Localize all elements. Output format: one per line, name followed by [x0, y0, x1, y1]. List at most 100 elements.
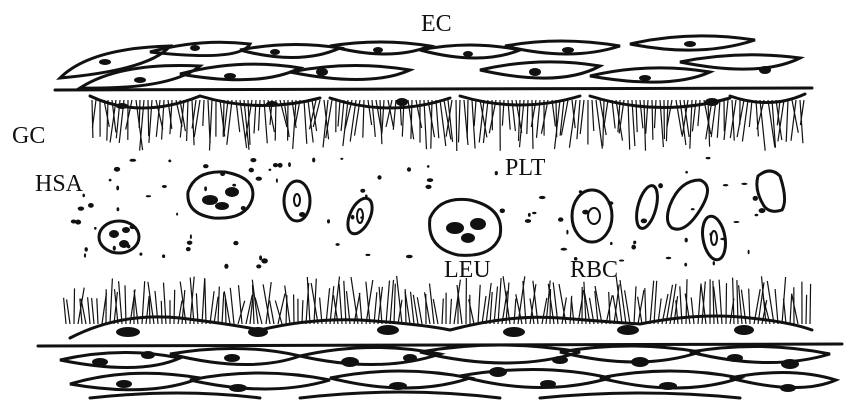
nucleus	[373, 47, 383, 53]
platelet	[685, 171, 688, 174]
glycocalyx-strand	[390, 280, 394, 324]
albumin-molecule	[706, 157, 711, 159]
platelet	[190, 234, 192, 239]
leukocyte-nucleus	[216, 203, 228, 209]
glycocalyx-strand	[155, 291, 158, 324]
glycocalyx-strand	[92, 298, 94, 324]
glycocalyx-strand	[67, 300, 70, 325]
platelet	[261, 258, 268, 263]
albumin-molecule	[684, 263, 687, 267]
lower-endothelial-cell	[70, 316, 812, 338]
rbc-center	[357, 209, 363, 223]
nucleus	[617, 325, 639, 335]
albumin-molecule	[188, 243, 190, 245]
albumin-molecule	[365, 195, 368, 198]
lower-endothelial-cell	[300, 392, 500, 398]
albumin-molecule	[94, 227, 97, 230]
glycocalyx-strand	[88, 297, 90, 324]
upper-endothelium	[55, 36, 812, 108]
glycocalyx-strand	[417, 297, 422, 324]
glycocalyx-strand	[107, 100, 108, 141]
nucleus	[316, 68, 328, 76]
platelet	[427, 178, 433, 182]
upper-basement-line	[55, 88, 812, 90]
albumin-molecule	[312, 158, 315, 163]
glycocalyx-strand	[275, 100, 276, 141]
albumin-molecule	[733, 221, 739, 223]
lumen	[99, 171, 785, 262]
red-blood-cell	[633, 183, 662, 230]
glycocalyx-strand	[436, 100, 439, 138]
glycocalyx-strand	[792, 294, 798, 324]
nucleus	[389, 382, 407, 390]
glycocalyx-strand	[161, 301, 162, 324]
albumin-molecule	[130, 225, 136, 229]
albumin-molecule	[84, 253, 86, 257]
glycocalyx-strand	[148, 100, 149, 136]
leukocyte	[430, 199, 501, 255]
glycocalyx-strand	[698, 285, 701, 324]
platelet	[256, 264, 261, 268]
glycocalyx-strand	[459, 100, 461, 142]
leukocyte-nucleus	[462, 234, 474, 242]
rbc-center	[588, 208, 600, 224]
leukocyte-nucleus	[120, 241, 128, 247]
red-blood-cell	[757, 171, 785, 211]
nucleus	[116, 327, 140, 337]
platelet	[114, 167, 120, 172]
glycocalyx-strand	[214, 297, 218, 324]
albumin-molecule	[146, 195, 151, 197]
glycocalyx-strand	[640, 100, 643, 128]
glycocalyx-strand	[149, 298, 150, 324]
glycocalyx-strand	[240, 100, 247, 148]
upper-endothelial-cell	[240, 44, 340, 57]
lower-endothelial-cell	[690, 346, 830, 362]
glycocalyx-strand	[393, 100, 396, 130]
albumin-molecule	[500, 209, 505, 214]
label-ec: EC	[421, 12, 452, 36]
glycocalyx-strand	[634, 286, 636, 324]
glycocalyx-strand	[592, 100, 594, 131]
albumin-molecule	[203, 164, 209, 168]
glycocalyx-strand	[339, 284, 342, 324]
glycocalyx-strand	[97, 298, 98, 324]
platelet	[168, 160, 171, 163]
glycocalyx-strand	[431, 100, 432, 149]
platelets-and-albumin	[71, 157, 766, 269]
lower-endothelial-cell	[70, 373, 200, 390]
label-leu: LEU	[444, 258, 491, 282]
nucleus	[270, 49, 280, 55]
platelet	[162, 185, 167, 188]
nucleus	[562, 47, 574, 53]
albumin-molecule	[753, 196, 758, 201]
glycocalyx-strand	[450, 299, 451, 324]
upper-endothelial-cell	[80, 65, 200, 88]
glycocalyx-strand	[442, 299, 443, 325]
glycocalyx-strand	[810, 284, 811, 324]
glycocalyx-strand	[230, 288, 234, 324]
albumin-molecule	[109, 179, 112, 182]
glycocalyx-strand	[222, 292, 224, 324]
leukocyte-nucleus	[471, 219, 485, 229]
albumin-molecule	[427, 165, 430, 168]
nucleus	[92, 358, 108, 366]
nucleus	[141, 351, 155, 359]
glycocalyx-strand	[203, 100, 204, 126]
lower-basement-line	[38, 344, 842, 346]
albumin-molecule	[658, 183, 663, 188]
leukocyte	[188, 172, 253, 218]
albumin-molecule	[759, 208, 766, 213]
glycocalyx-strand	[474, 100, 476, 126]
glycocalyx-strand	[382, 100, 384, 132]
red-blood-cell	[572, 190, 612, 242]
leukocyte-nucleus	[447, 223, 463, 233]
platelet	[641, 219, 647, 224]
albumin-molecule	[288, 162, 291, 167]
albumin-molecule	[340, 158, 343, 160]
glycocalyx-strand	[270, 300, 274, 324]
albumin-molecule	[139, 253, 142, 256]
glycocalyx-strand	[786, 100, 788, 142]
glycocalyx-strand	[285, 286, 290, 325]
albumin-molecule	[116, 186, 119, 191]
leukocyte-nucleus	[110, 231, 118, 237]
